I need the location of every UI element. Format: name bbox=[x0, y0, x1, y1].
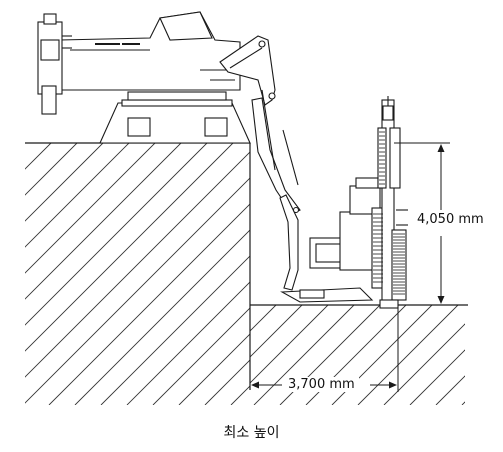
diagram-caption: 최소 높이 bbox=[223, 425, 280, 441]
hatch-line bbox=[253, 305, 355, 405]
hatch-line bbox=[25, 143, 104, 222]
hatch-line bbox=[48, 203, 250, 405]
hatch-line bbox=[126, 281, 250, 405]
hatch-line bbox=[383, 323, 465, 405]
drill-grille bbox=[373, 131, 405, 295]
hatch-line bbox=[413, 143, 503, 405]
hatch-line bbox=[25, 143, 156, 274]
hatch-line bbox=[461, 401, 465, 405]
hatch-line bbox=[25, 151, 250, 378]
hatch-line bbox=[152, 307, 250, 405]
hatch-line bbox=[250, 305, 277, 332]
height-dimension bbox=[394, 142, 450, 306]
hatch-line bbox=[465, 143, 503, 405]
hatch-line bbox=[25, 143, 78, 196]
hatch-line bbox=[250, 305, 251, 306]
hatch-line bbox=[409, 349, 465, 405]
hatch-line bbox=[25, 143, 182, 300]
hatch-line bbox=[435, 375, 465, 405]
hatch-line bbox=[25, 177, 250, 404]
height-dimension-label: 4,050 mm bbox=[415, 212, 486, 227]
excavator-body bbox=[37, 11, 251, 144]
hatch-line bbox=[74, 229, 250, 405]
ground-hatch-left bbox=[25, 143, 503, 405]
reach-dimension-label: 3,700 mm bbox=[284, 377, 359, 392]
hatch-line bbox=[357, 305, 459, 405]
hatch-line bbox=[178, 333, 250, 405]
hatch-line bbox=[25, 143, 208, 326]
hatch-line bbox=[491, 143, 503, 405]
hatch-line bbox=[488, 305, 503, 405]
hatch-line bbox=[250, 305, 303, 358]
hatch-line bbox=[25, 143, 234, 352]
drill-attachment bbox=[280, 96, 408, 309]
hatch-line bbox=[100, 255, 250, 405]
hatch-line bbox=[25, 143, 26, 144]
hatch-line bbox=[250, 305, 329, 384]
hatch-line bbox=[439, 143, 503, 405]
hatch-line bbox=[204, 359, 250, 405]
hatch-line bbox=[25, 143, 130, 248]
hatch-line bbox=[25, 143, 52, 170]
excavator-boom bbox=[219, 35, 301, 291]
reach-dimension bbox=[251, 305, 399, 392]
